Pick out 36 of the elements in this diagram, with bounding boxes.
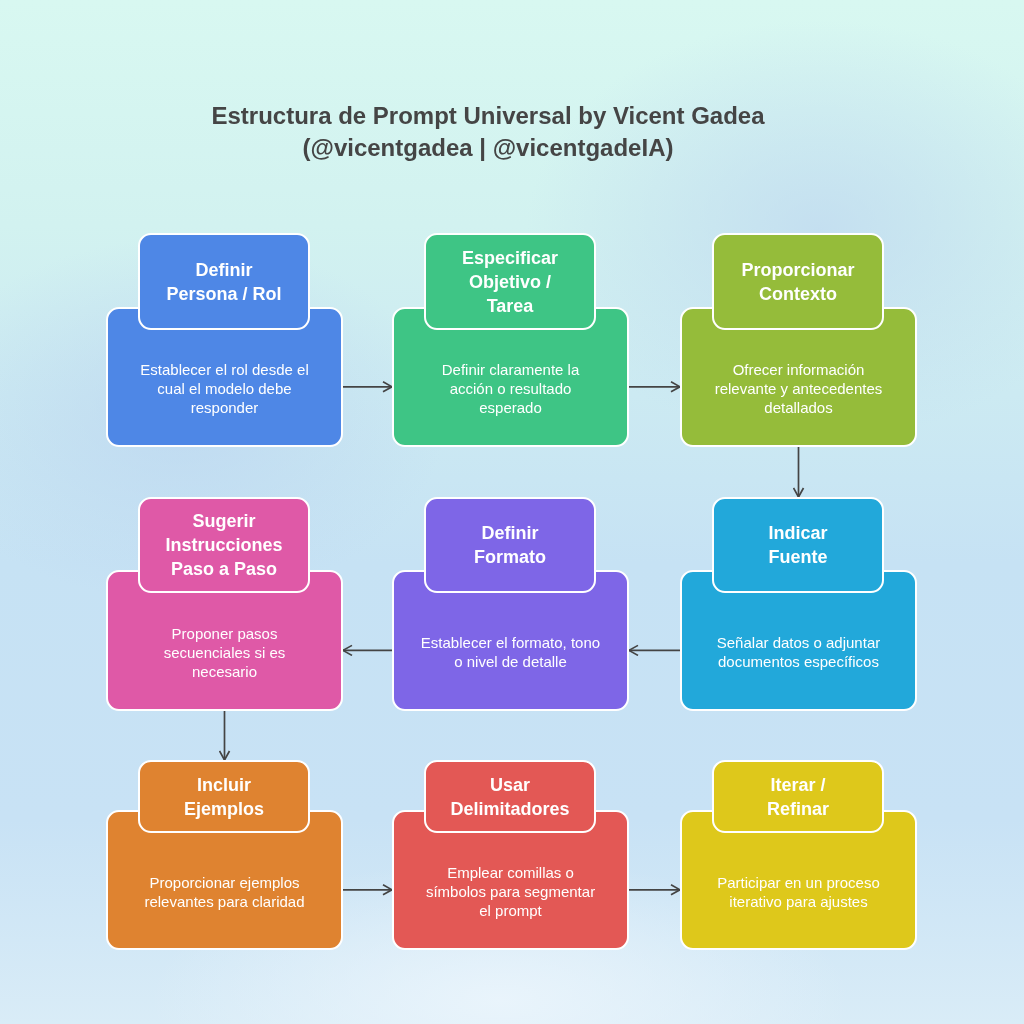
arrow [342,380,393,393]
arrow [342,883,393,896]
step-title-tab: Definir Persona / Rol [138,233,310,330]
step-title-tab: Definir Formato [424,497,596,593]
step-title-tab: Iterar / Refinar [712,760,884,833]
step-card [680,760,917,950]
step-card [106,760,343,950]
step-card [106,497,343,711]
step-description: Proporcionar ejemplos relevantes para claridad [143,872,306,911]
diagram-title: Estructura de Prompt Universal by Vicent Gadea (@vicentgadea | @vicentgadeIA) [210,101,766,163]
step-card [680,497,917,711]
step-description: Participar en un proceso iterativo para ajustes [716,872,881,911]
step-card [392,760,629,950]
arrow [342,644,393,657]
arrow [792,446,805,498]
step-title-tab: Usar Delimitadores [424,760,596,833]
step-title-tab: Proporcionar Contexto [712,233,884,330]
step-title-tab: Indicar Fuente [712,497,884,593]
step-card [106,233,343,447]
step-title-tab: Incluir Ejemplos [138,760,310,833]
step-description: Establecer el rol desde el cual el modelo debe responder [139,360,310,417]
arrow [628,380,681,393]
step-description: Emplear comillas o símbolos para segmentar el prompt [424,863,597,920]
step-title-tab: Especificar Objetivo / Tarea [424,233,596,330]
step-description: Definir claramente la acción o resultado esperado [440,360,581,417]
step-description: Ofrecer información relevante y antecedentes detallados [713,360,884,417]
step-card [392,497,629,711]
step-description: Proponer pasos secuenciales si es necesario [162,623,287,681]
arrow [628,644,681,657]
arrow [628,883,681,896]
step-title-tab: Sugerir Instrucciones Paso a Paso [138,497,310,593]
arrow [218,710,231,761]
step-card [392,233,629,447]
step-description: Señalar datos o adjuntar documentos específicos [715,633,882,671]
step-description: Establecer el formato, tono o nivel de detalle [419,633,602,671]
step-card [680,233,917,447]
